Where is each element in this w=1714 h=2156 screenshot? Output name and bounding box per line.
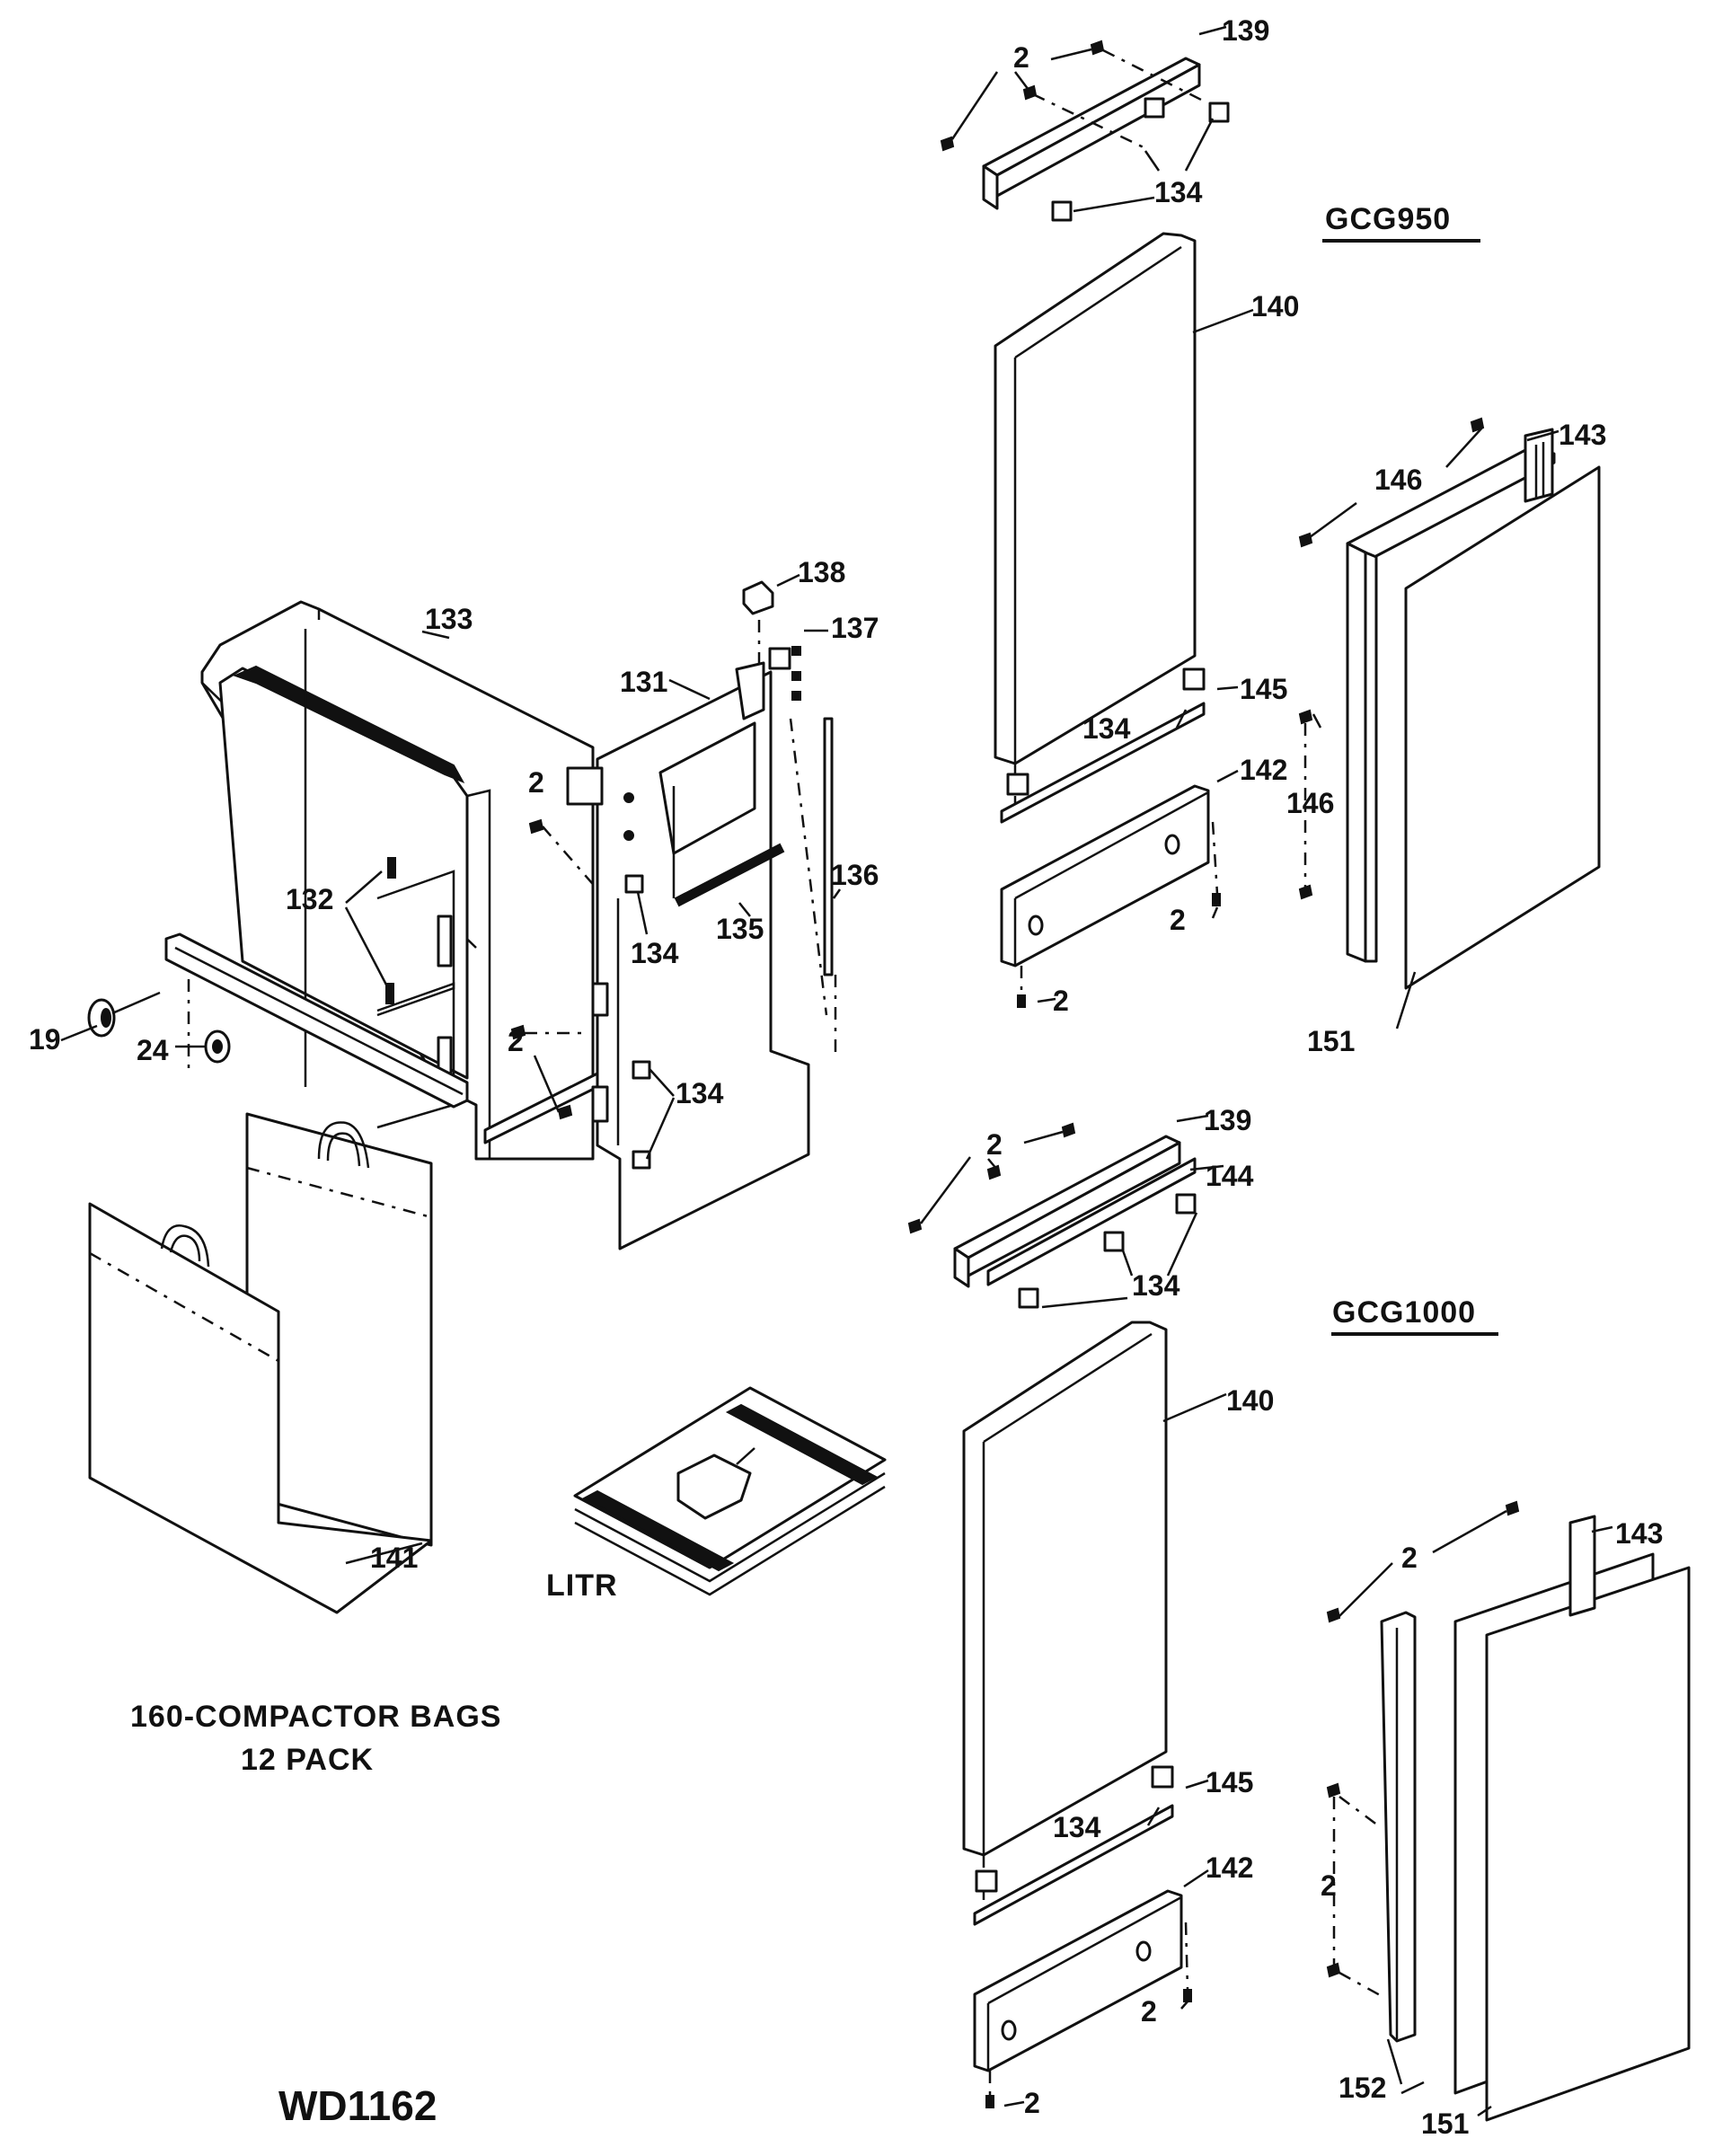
label-134-strip-lower: 134: [1053, 1811, 1101, 1843]
kick-plate-142-lower: [973, 1889, 1192, 2108]
label-2-panel-mid: 2: [508, 1025, 524, 1057]
label-2-door-lower-top: 2: [1401, 1542, 1418, 1574]
label-132: 132: [286, 883, 333, 915]
kick-plate-142-upper: [1000, 784, 1221, 1008]
label-2-rail-lower: 2: [986, 1128, 1003, 1161]
label-143-upper: 143: [1559, 419, 1606, 451]
label-138: 138: [798, 556, 845, 588]
label-146-upper-top: 146: [1374, 464, 1422, 496]
door-151-upper: [1298, 417, 1601, 990]
compactor-bag-front: [88, 1202, 433, 1614]
bags-line-2: 12 PACK: [241, 1743, 374, 1777]
rod-136: [789, 717, 837, 1060]
label-151-upper: 151: [1307, 1025, 1355, 1057]
front-rail: [164, 932, 599, 1144]
top-rail-139-upper: [940, 40, 1230, 222]
label-146-upper-side: 146: [1286, 787, 1334, 819]
hinge-137: [735, 646, 801, 720]
label-134-rail-upper: 134: [1154, 176, 1203, 208]
leader-lines: [60, 25, 1613, 2117]
label-134-panel: 134: [631, 937, 679, 969]
label-145-lower: 145: [1206, 1766, 1253, 1798]
label-2-panel-top: 2: [528, 766, 544, 799]
knob-19: [87, 991, 161, 1038]
door-151-lower: [1326, 1500, 1691, 2122]
screw-132: [385, 857, 396, 1004]
label-144: 144: [1206, 1160, 1254, 1192]
label-131: 131: [620, 666, 667, 698]
bags-line-1: 160-COMPACTOR BAGS: [130, 1700, 501, 1734]
strip-145-upper: [1000, 667, 1206, 824]
nut-24: [187, 979, 231, 1069]
cabinet-shell: [200, 600, 595, 1161]
label-2-bottom-lower: 2: [1024, 2087, 1040, 2119]
door-panel-140-upper: [994, 232, 1197, 808]
label-134-strip-upper: 134: [1082, 712, 1131, 745]
label-134-rail-lower: 134: [1132, 1269, 1180, 1302]
label-139-upper: 139: [1222, 14, 1269, 47]
model-gcg1000: GCG1000: [1332, 1295, 1476, 1330]
label-19: 19: [29, 1023, 61, 1056]
label-136: 136: [831, 859, 879, 891]
model-gcg950: GCG950: [1325, 202, 1451, 236]
label-2-rail-upper: 2: [1013, 41, 1029, 74]
front-panel-131: [566, 670, 810, 1250]
strip-145-lower: [973, 1765, 1174, 1926]
label-139-lower: 139: [1204, 1104, 1251, 1136]
literature-pack: [573, 1386, 887, 1596]
label-145-upper: 145: [1240, 673, 1287, 705]
label-141: 141: [370, 1542, 418, 1574]
label-140-upper: 140: [1251, 290, 1299, 323]
label-2-kick-lower: 2: [1141, 1995, 1157, 2028]
label-134-panel-lower: 134: [676, 1077, 724, 1109]
drawing-code: WD1162: [278, 2082, 437, 2129]
latch-138: [742, 580, 774, 674]
label-135: 135: [716, 913, 764, 945]
literature-label: LITR: [546, 1568, 618, 1603]
label-133: 133: [425, 603, 473, 635]
label-152: 152: [1339, 2072, 1386, 2104]
label-142-upper: 142: [1240, 754, 1287, 786]
label-2-bottom-upper: 2: [1053, 985, 1069, 1017]
label-142-lower: 142: [1206, 1851, 1253, 1884]
label-137: 137: [831, 612, 879, 644]
part-labels: 133 131 138 137 136 135 134 2 132 2 134 …: [29, 14, 1663, 2140]
label-2-door-lower-side: 2: [1321, 1869, 1337, 1902]
label-24: 24: [137, 1034, 169, 1066]
label-143-lower: 143: [1615, 1517, 1663, 1550]
model-underlines: [1322, 239, 1498, 1336]
label-140-lower: 140: [1226, 1384, 1274, 1417]
door-panel-140-lower: [962, 1321, 1168, 1904]
panel-fasteners: [510, 818, 651, 1170]
label-151-lower: 151: [1421, 2107, 1469, 2140]
label-2-kick-upper: 2: [1170, 904, 1186, 936]
